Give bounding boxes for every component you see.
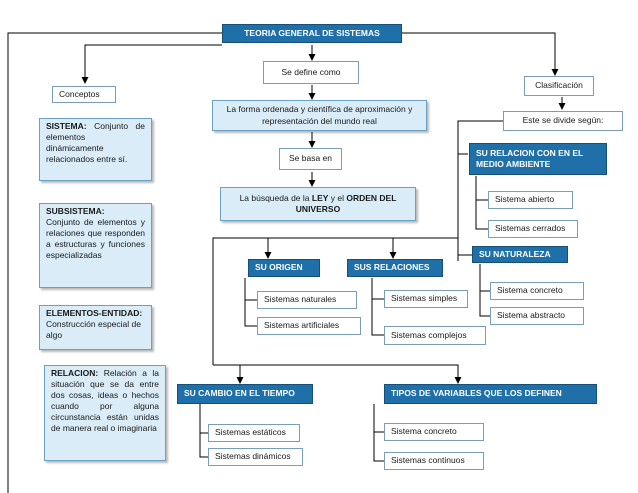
naturaleza-abstracto-text: Sistema abstracto bbox=[497, 310, 566, 321]
relacion-text: RELACION: Relación a la situación que se… bbox=[51, 368, 159, 434]
naturaleza-abstracto-node: Sistema abstracto bbox=[490, 307, 584, 325]
sistema-text: SISTEMA: Conjunto de elementos dinámicam… bbox=[46, 121, 145, 165]
origen-header: SU ORIGEN bbox=[248, 259, 320, 277]
origen-naturales-text: Sistemas naturales bbox=[264, 294, 337, 305]
variables-header: TIPOS DE VARIABLES QUE LOS DEFINEN bbox=[384, 384, 597, 404]
sistema-abierto-text: Sistema abierto bbox=[495, 194, 555, 205]
variables-concreto-text: Sistema concreto bbox=[391, 426, 457, 437]
naturaleza-concreto-text: Sistema concreto bbox=[497, 285, 563, 296]
medio-ambiente-header: SU RELACION CON EN EL MEDIO AMBIENTE bbox=[469, 143, 607, 175]
sistema-node: SISTEMA: Conjunto de elementos dinámicam… bbox=[39, 118, 152, 181]
medio-ambiente-title: SU RELACION CON EN EL MEDIO AMBIENTE bbox=[476, 147, 584, 169]
relaciones-title: SUS RELACIONES bbox=[354, 262, 430, 273]
variables-continuos-node: Sistemas continuos bbox=[384, 452, 484, 470]
subsistema-text: SUBSISTEMA:Conjunto de elementos y relac… bbox=[46, 206, 145, 261]
relaciones-simples-node: Sistemas simples bbox=[384, 290, 468, 308]
based-text: Se basa en bbox=[288, 153, 332, 164]
sistema-abierto-node: Sistema abierto bbox=[488, 191, 573, 209]
origen-naturales-node: Sistemas naturales bbox=[257, 291, 357, 309]
title-node: TEORIA GENERAL DE SISTEMAS bbox=[222, 24, 402, 43]
origen-title: SU ORIGEN bbox=[255, 262, 303, 273]
conceptos-node: Conceptos bbox=[52, 86, 116, 103]
divide-text: Este se divide según: bbox=[522, 115, 604, 126]
defines-node: Se define como bbox=[263, 61, 359, 84]
origen-artificiales-node: Sistemas artificiales bbox=[257, 317, 361, 335]
conceptos-label: Conceptos bbox=[59, 88, 100, 99]
basis-text: La búsqueda de la LEY y el ORDEN DEL UNI… bbox=[239, 192, 397, 214]
cambio-header: SU CAMBIO EN EL TIEMPO bbox=[177, 384, 313, 404]
clasificacion-label: Clasificación bbox=[535, 80, 583, 91]
based-node: Se basa en bbox=[279, 148, 342, 170]
relaciones-complejos-node: Sistemas complejos bbox=[384, 326, 486, 345]
origen-artificiales-text: Sistemas artificiales bbox=[264, 320, 340, 331]
naturaleza-header: SU NATURALEZA bbox=[472, 246, 568, 263]
elementos-node: ELEMENTOS-ENTIDAD: Construcción especial… bbox=[39, 305, 152, 350]
variables-title: TIPOS DE VARIABLES QUE LOS DEFINEN bbox=[391, 388, 562, 399]
subsistema-node: SUBSISTEMA:Conjunto de elementos y relac… bbox=[39, 203, 152, 288]
relaciones-complejos-text: Sistemas complejos bbox=[391, 329, 467, 340]
elementos-text: ELEMENTOS-ENTIDAD: Construcción especial… bbox=[46, 308, 143, 341]
relacion-node: RELACION: Relación a la situación que se… bbox=[44, 365, 166, 461]
cambio-estaticos-text: Sistemas estáticos bbox=[215, 427, 286, 438]
clasificacion-node: Clasificación bbox=[524, 76, 594, 96]
relaciones-header: SUS RELACIONES bbox=[347, 259, 443, 277]
sistemas-cerrados-node: Sistemas cerrados bbox=[488, 220, 578, 238]
definition-text: La forma ordenada y científica de aproxi… bbox=[226, 104, 413, 126]
variables-continuos-text: Sistemas continuos bbox=[391, 455, 465, 466]
relaciones-simples-text: Sistemas simples bbox=[391, 293, 458, 304]
definition-node: La forma ordenada y científica de aproxi… bbox=[212, 100, 427, 131]
variables-concreto-node: Sistema concreto bbox=[384, 423, 484, 441]
defines-text: Se define como bbox=[281, 66, 341, 77]
naturaleza-title: SU NATURALEZA bbox=[479, 248, 551, 259]
divide-node: Este se divide según: bbox=[503, 111, 623, 131]
sistemas-cerrados-text: Sistemas cerrados bbox=[495, 223, 566, 234]
cambio-dinamicos-node: Sistemas dinámicos bbox=[208, 448, 303, 466]
cambio-title: SU CAMBIO EN EL TIEMPO bbox=[184, 388, 295, 399]
naturaleza-concreto-node: Sistema concreto bbox=[490, 282, 584, 300]
title-text: TEORIA GENERAL DE SISTEMAS bbox=[244, 27, 380, 38]
basis-node: La búsqueda de la LEY y el ORDEN DEL UNI… bbox=[220, 187, 416, 221]
cambio-dinamicos-text: Sistemas dinámicos bbox=[215, 451, 291, 462]
cambio-estaticos-node: Sistemas estáticos bbox=[208, 424, 300, 442]
